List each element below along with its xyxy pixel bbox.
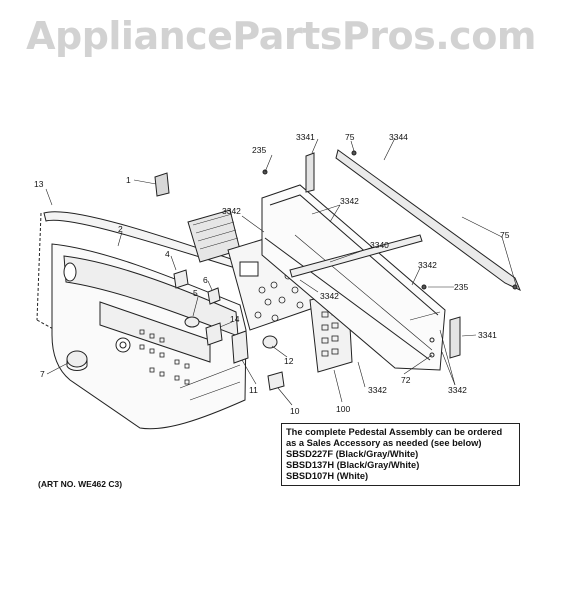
callout-100: 100 [336, 404, 350, 414]
callout-235-right: 235 [454, 282, 468, 292]
note-line-2: as a Sales Accessory as needed (see belo… [286, 438, 482, 448]
callout-3341-top: 3341 [296, 132, 315, 142]
post-3341-part [449, 316, 461, 359]
strip-3340-part [289, 234, 423, 278]
art-number: (ART NO. WE462 C3) [38, 479, 123, 489]
callout-3342-b: 3342 [340, 196, 359, 206]
leader-lines [45, 137, 517, 406]
callout-72: 72 [401, 375, 411, 385]
note-line-5: SBSD107H (White) [286, 471, 369, 481]
callout-3342-a: 3342 [222, 206, 241, 216]
screw-235-part [421, 284, 427, 290]
callout-3342-d: 3342 [320, 291, 339, 301]
callout-3340: 3340 [370, 240, 389, 250]
callout-3342-e: 3342 [368, 385, 387, 395]
knob-part [66, 350, 88, 371]
label-tab-part [154, 172, 170, 197]
callout-11: 11 [249, 385, 258, 395]
callout-3344: 3344 [389, 132, 408, 142]
callout-3342-f: 3342 [448, 385, 467, 395]
console-panel-part [51, 243, 247, 430]
callout-3341-right: 3341 [478, 330, 497, 340]
post-3341-part [305, 152, 315, 193]
note-line-4: SBSD137H (Black/Gray/White) [286, 460, 420, 470]
callout-12: 12 [284, 356, 294, 366]
callout-13: 13 [34, 179, 44, 189]
watermark: AppliancePartsPros.com [26, 14, 536, 58]
rear-housing-part [261, 184, 446, 371]
screw-75-part [512, 284, 518, 290]
callout-4: 4 [165, 249, 170, 259]
callout-1: 1 [126, 175, 131, 185]
long-strip-3344-part [335, 149, 521, 291]
note-line-3: SBSD227F (Black/Gray/White) [286, 449, 419, 459]
callout-3342-c: 3342 [418, 260, 437, 270]
callout-7: 7 [40, 369, 45, 379]
callout-5: 5 [193, 288, 198, 298]
screw-75-part [351, 150, 357, 156]
callout-10: 10 [290, 406, 300, 416]
callout-235-top: 235 [252, 145, 266, 155]
callout-2: 2 [118, 224, 123, 234]
note-line-1: The complete Pedestal Assembly can be or… [286, 427, 503, 437]
switch-parts [173, 269, 285, 391]
callout-6: 6 [203, 275, 208, 285]
callout-14: 14 [230, 314, 240, 324]
callout-75-top: 75 [345, 132, 355, 142]
callout-75-right: 75 [500, 230, 510, 240]
pedestal-note-box: The complete Pedestal Assembly can be or… [281, 423, 520, 486]
